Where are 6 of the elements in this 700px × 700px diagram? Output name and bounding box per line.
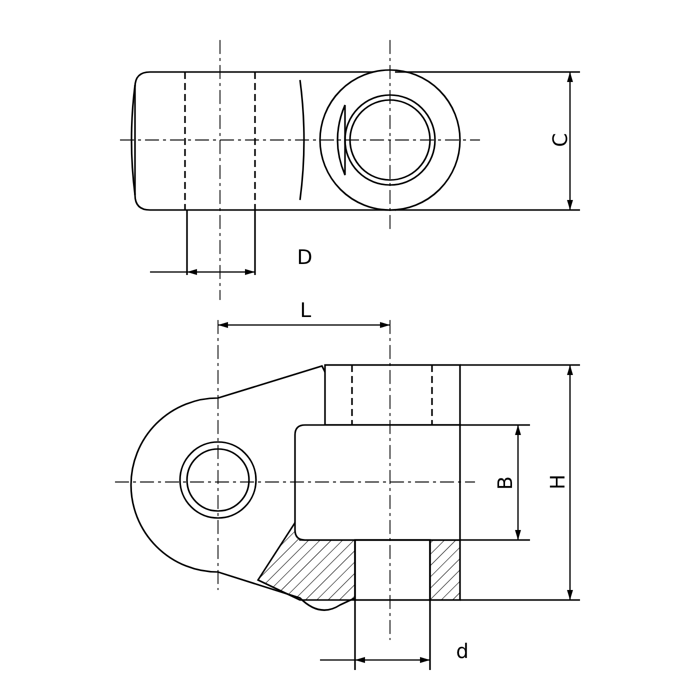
dimension-label: D bbox=[297, 247, 312, 267]
dimension-label: B bbox=[494, 476, 515, 490]
dimension-label: H bbox=[548, 474, 568, 490]
dimension-label: L bbox=[300, 300, 312, 320]
dimension-label: d bbox=[456, 641, 469, 661]
dimension-label: C bbox=[550, 133, 570, 147]
